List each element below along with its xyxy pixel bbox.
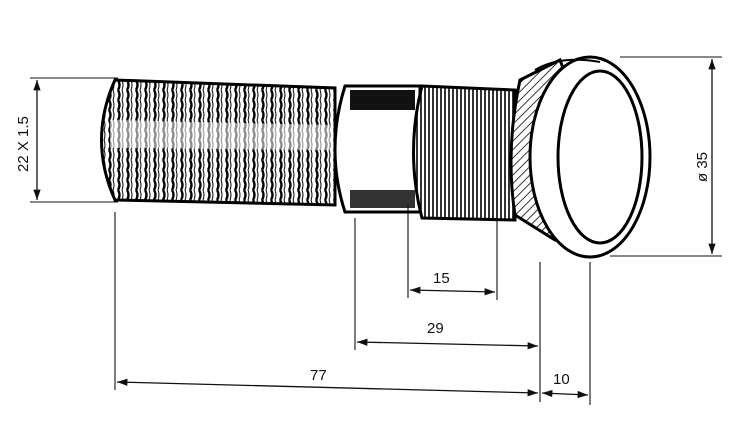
head-length-label: 10 — [553, 371, 570, 388]
dimension-shoulder-length: 29 — [354, 218, 541, 402]
dimension-head-length: 10 — [541, 262, 591, 405]
dimension-thread: 22 X 1.5 — [15, 77, 118, 203]
total-length-label: 77 — [310, 367, 327, 384]
head-face — [556, 69, 644, 245]
dimension-head-diameter: ø 35 — [610, 56, 722, 257]
shoulder-shade — [350, 90, 415, 110]
shoulder-section — [333, 84, 422, 214]
dimension-knurl-length: 15 — [407, 205, 498, 300]
thread-highlight — [110, 120, 330, 150]
knurl-length-label: 15 — [433, 270, 450, 287]
dimension-total-length: 77 — [114, 212, 539, 397]
knurled-section — [412, 84, 517, 222]
bolt-body — [100, 55, 652, 259]
thread-label: 22 X 1.5 — [15, 116, 32, 172]
head-diameter-label: ø 35 — [694, 152, 711, 182]
shoulder-length-label: 29 — [427, 320, 444, 337]
